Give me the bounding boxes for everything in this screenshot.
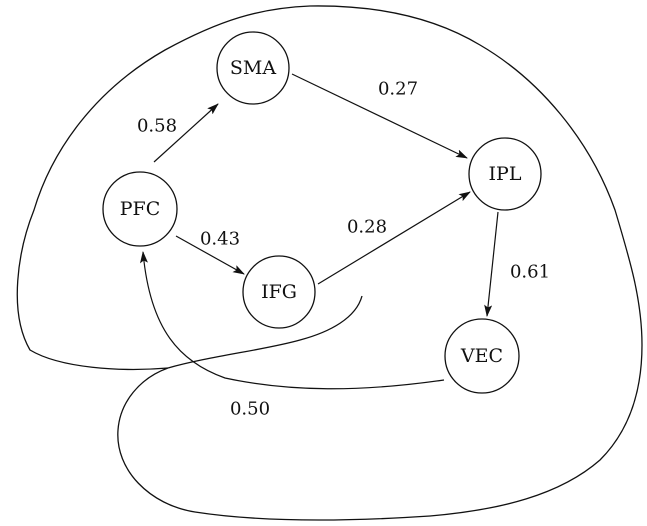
edge-ipl-vec-weight: 0.61 (510, 262, 550, 283)
edge-pfc-ifg: 0.43 (175, 229, 245, 275)
edge-pfc-ifg-arrow (175, 235, 245, 275)
edge-vec-pfc-arrow (140, 251, 445, 390)
edge-ipl-vec-arrow (484, 211, 499, 317)
node-pfc: PFC (102, 171, 178, 247)
node-ipl: IPL (468, 137, 542, 211)
edge-ipl-vec: 0.61 (484, 211, 550, 317)
edge-ifg-ipl: 0.28 (317, 191, 471, 285)
edge-sma-ipl: 0.27 (291, 73, 468, 159)
node-vec: VEC (444, 318, 520, 394)
node-sma-circle (216, 31, 290, 105)
edge-vec-pfc: 0.50 (140, 251, 445, 420)
edge-sma-ipl-arrow (291, 73, 468, 159)
node-pfc-circle (102, 171, 178, 247)
node-ipl-label: IPL (489, 163, 522, 185)
edge-ifg-ipl-arrow (317, 191, 471, 285)
edge-ifg-ipl-weight: 0.28 (347, 217, 387, 238)
edge-pfc-sma: 0.58 (137, 103, 219, 163)
edge-sma-ipl-weight: 0.27 (378, 79, 418, 100)
edge-pfc-sma-arrow (153, 103, 219, 163)
node-vec-label: VEC (460, 345, 503, 367)
brain-outline-fold (167, 295, 363, 369)
edge-pfc-sma-weight: 0.58 (137, 116, 177, 137)
node-ifg-circle (242, 255, 316, 329)
node-pfc-label: PFC (120, 198, 161, 220)
node-ifg: IFG (242, 255, 316, 329)
node-sma-label: SMA (230, 57, 276, 79)
node-ipl-circle (468, 137, 542, 211)
edge-vec-pfc-weight: 0.50 (230, 399, 270, 420)
node-sma: SMA (216, 31, 290, 105)
edge-pfc-ifg-weight: 0.43 (200, 229, 240, 250)
node-ifg-label: IFG (261, 281, 297, 303)
brain-outline-main (16, 5, 643, 521)
node-vec-circle (444, 318, 520, 394)
